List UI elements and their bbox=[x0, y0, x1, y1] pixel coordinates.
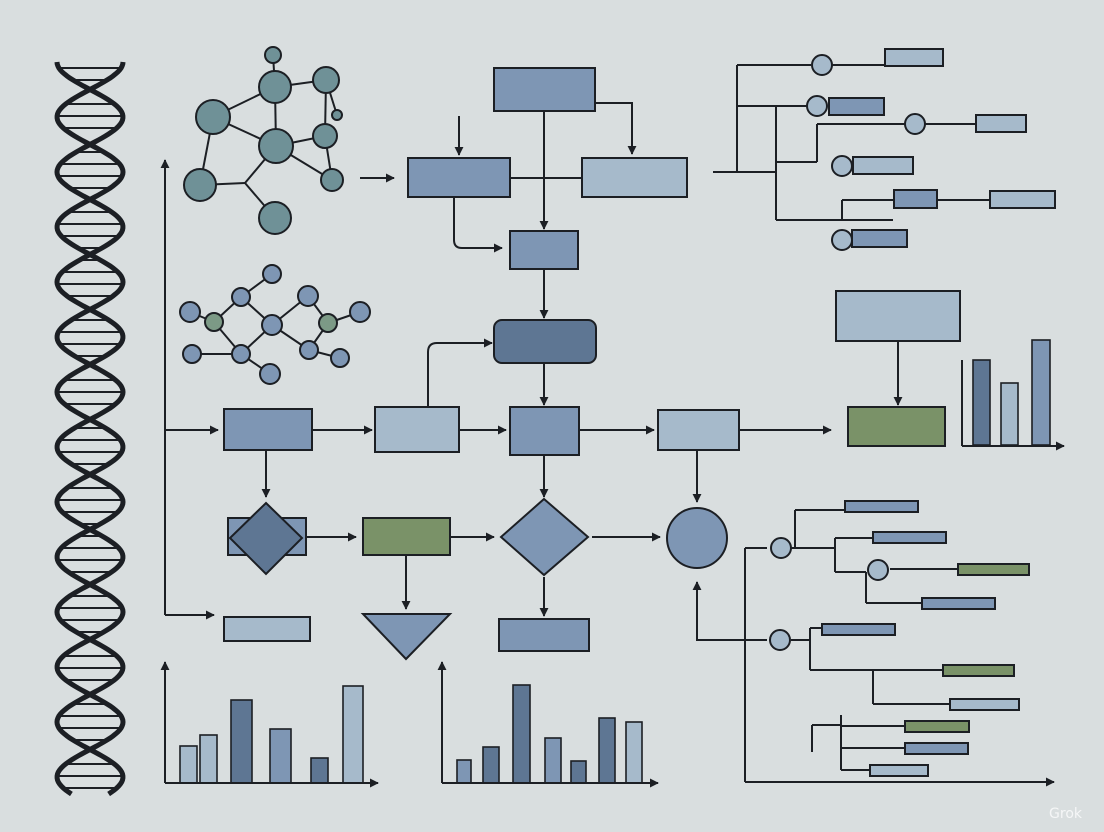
molecule-graph-top bbox=[183, 46, 344, 235]
process-box-input bbox=[407, 157, 511, 198]
result-box-left bbox=[223, 616, 311, 642]
process-box-green bbox=[362, 517, 451, 556]
mini-bar-chart-left bbox=[160, 661, 379, 788]
flow-boxes bbox=[223, 67, 961, 661]
dendrogram-bottom bbox=[769, 500, 1030, 777]
result-box-center bbox=[498, 618, 590, 652]
decision-diamond-left bbox=[228, 501, 304, 576]
molecule-graph-bottom bbox=[179, 264, 371, 385]
dna-helix bbox=[54, 61, 126, 797]
terminal-box bbox=[493, 319, 597, 364]
mini-bar-chart-center bbox=[437, 661, 659, 788]
dendrogram-top bbox=[713, 48, 1056, 251]
output-box-green bbox=[847, 406, 946, 447]
process-box-mid bbox=[509, 230, 579, 270]
process-box-row-1 bbox=[223, 408, 313, 451]
dna-strand bbox=[54, 61, 126, 797]
dna-strand bbox=[54, 61, 126, 797]
watermark-text: Grok bbox=[1049, 806, 1082, 822]
process-box-row-2 bbox=[374, 406, 460, 453]
funnel-triangle bbox=[360, 613, 453, 661]
left-branch-axis bbox=[160, 159, 219, 620]
process-box-row-4 bbox=[657, 409, 740, 451]
merge-node-circle bbox=[666, 507, 728, 569]
mini-bar-chart-right bbox=[961, 339, 1065, 451]
output-box-large bbox=[835, 290, 961, 342]
decision-diamond-center bbox=[499, 497, 590, 577]
process-box-side bbox=[581, 157, 688, 198]
process-box-row-3 bbox=[509, 406, 580, 456]
flow-connectors bbox=[261, 102, 1055, 787]
process-box-top bbox=[493, 67, 596, 112]
